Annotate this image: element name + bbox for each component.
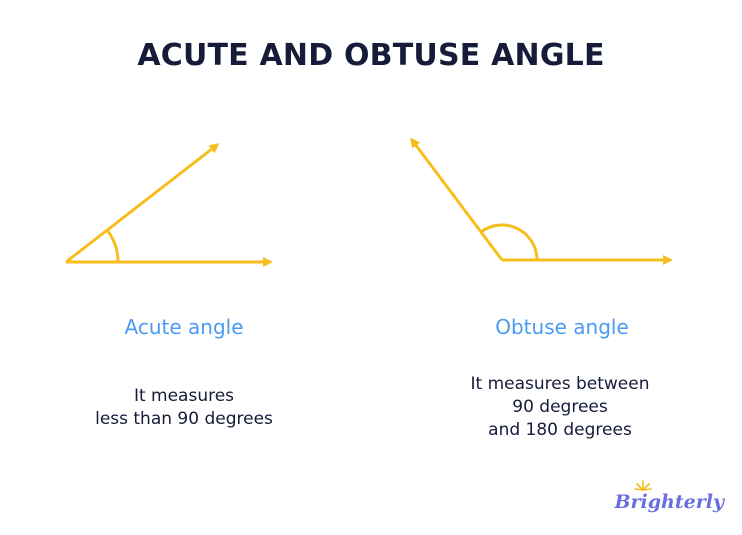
- acute-upper-ray: [65, 143, 220, 264]
- acute-angle-arc: [105, 229, 120, 263]
- obtuse-description-line: 90 degrees: [512, 397, 608, 417]
- obtuse-angle-arc: [480, 223, 539, 261]
- obtuse-angle: [410, 137, 673, 265]
- obtuse-upper-ray: [410, 137, 504, 261]
- page-title: ACUTE AND OBTUSE ANGLE: [137, 38, 605, 73]
- obtuse-description-line: and 180 degrees: [488, 420, 632, 440]
- obtuse-angle-description: It measures between 90 degrees and 180 d…: [400, 373, 720, 442]
- obtuse-angle-label: Obtuse angle: [495, 315, 629, 339]
- acute-angle: [65, 143, 273, 267]
- obtuse-description-line: It measures between: [470, 374, 650, 394]
- acute-angle-description: It measures less than 90 degrees: [24, 385, 344, 431]
- brighterly-logo: Brighterly: [614, 480, 724, 513]
- sun-spark-icon: [634, 480, 653, 491]
- acute-description-line: less than 90 degrees: [95, 409, 273, 429]
- brand-name: Brighterly: [614, 491, 724, 513]
- acute-angle-label: Acute angle: [124, 315, 244, 339]
- acute-description-line: It measures: [133, 386, 235, 406]
